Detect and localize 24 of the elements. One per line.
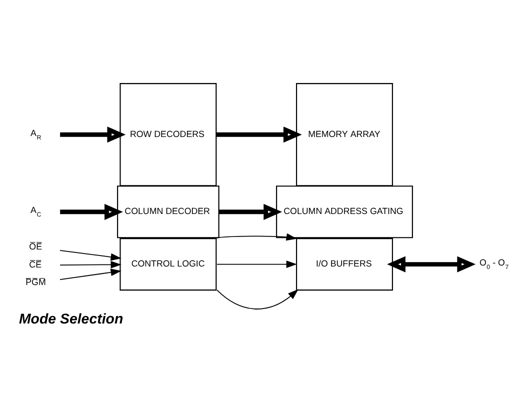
- node-text: O̅E̅: [29, 241, 42, 252]
- caption: Mode Selection: [18, 310, 124, 327]
- arrow: [214, 232, 297, 240]
- arrow: [216, 260, 297, 268]
- node-text: A$_{R}$: [30, 127, 42, 141]
- node-text: P̅G̅M̅: [26, 276, 46, 287]
- arrow: [60, 203, 123, 220]
- node-box: MEMORY ARRAY: [296, 82, 393, 186]
- arrow: [216, 288, 298, 309]
- arrow: [216, 126, 302, 142]
- node-box: CONTROL LOGIC: [120, 238, 217, 290]
- arrow: [218, 203, 282, 220]
- node-box: ROW DECODERS: [120, 82, 217, 186]
- node-text: A$_{C}$: [30, 204, 42, 218]
- node-text: O$_{0}$ - O$_{7}$: [479, 257, 509, 271]
- arrow: [60, 260, 122, 268]
- node-box: I/O BUFFERS: [296, 238, 393, 290]
- arrow: [387, 256, 476, 272]
- node-box: COLUMN ADDRESS GATING: [276, 185, 413, 238]
- arrow: [60, 268, 122, 280]
- node-box: COLUMN DECODER: [117, 185, 220, 238]
- arrow: [60, 126, 126, 142]
- node-text: C̅E̅: [29, 258, 42, 269]
- arrow: [60, 250, 122, 260]
